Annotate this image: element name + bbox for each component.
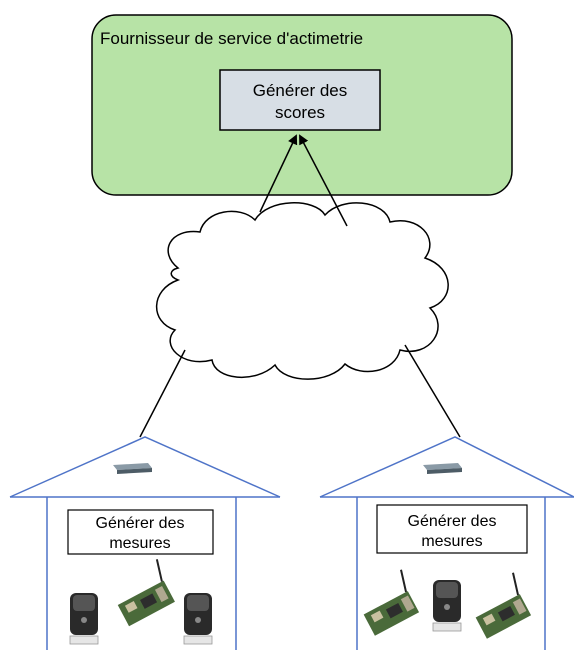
measure-process-label-right-line1: Générer des (408, 513, 497, 530)
measure-process-box-left (67, 509, 214, 555)
router-icon (423, 463, 462, 474)
circuit-board-icon (475, 572, 532, 639)
link-right-house (404, 344, 461, 438)
motion-sensor-icon (69, 593, 99, 645)
circuit-board-icon (363, 569, 420, 636)
measure-process-label-right-line2: mesures (421, 533, 482, 550)
provider-group: Fournisseur de service d'actimetrie Géné… (91, 14, 513, 196)
motion-sensor-icon (432, 580, 462, 632)
measure-process-box-right (376, 504, 528, 554)
house-right: Générer des mesures (319, 436, 574, 650)
house-left-roof (9, 436, 281, 498)
score-process-box (219, 69, 381, 131)
upload-arrow-right (299, 134, 348, 227)
motion-sensor-icon (183, 593, 213, 645)
measure-process-label-left-line1: Générer des (96, 515, 185, 532)
score-process-label-line1: Générer des (253, 81, 348, 100)
circuit-board-icon (117, 559, 175, 627)
network-cloud (155, 202, 449, 380)
upload-arrow-left (259, 134, 298, 213)
house-left: Générer des mesures (9, 436, 281, 650)
house-right-roof (319, 436, 574, 498)
score-process-label-line2: scores (275, 103, 325, 122)
provider-title: Fournisseur de service d'actimetrie (100, 29, 363, 48)
measure-process-label-left-line2: mesures (109, 535, 170, 552)
link-left-house (139, 349, 186, 438)
router-icon (113, 463, 152, 474)
